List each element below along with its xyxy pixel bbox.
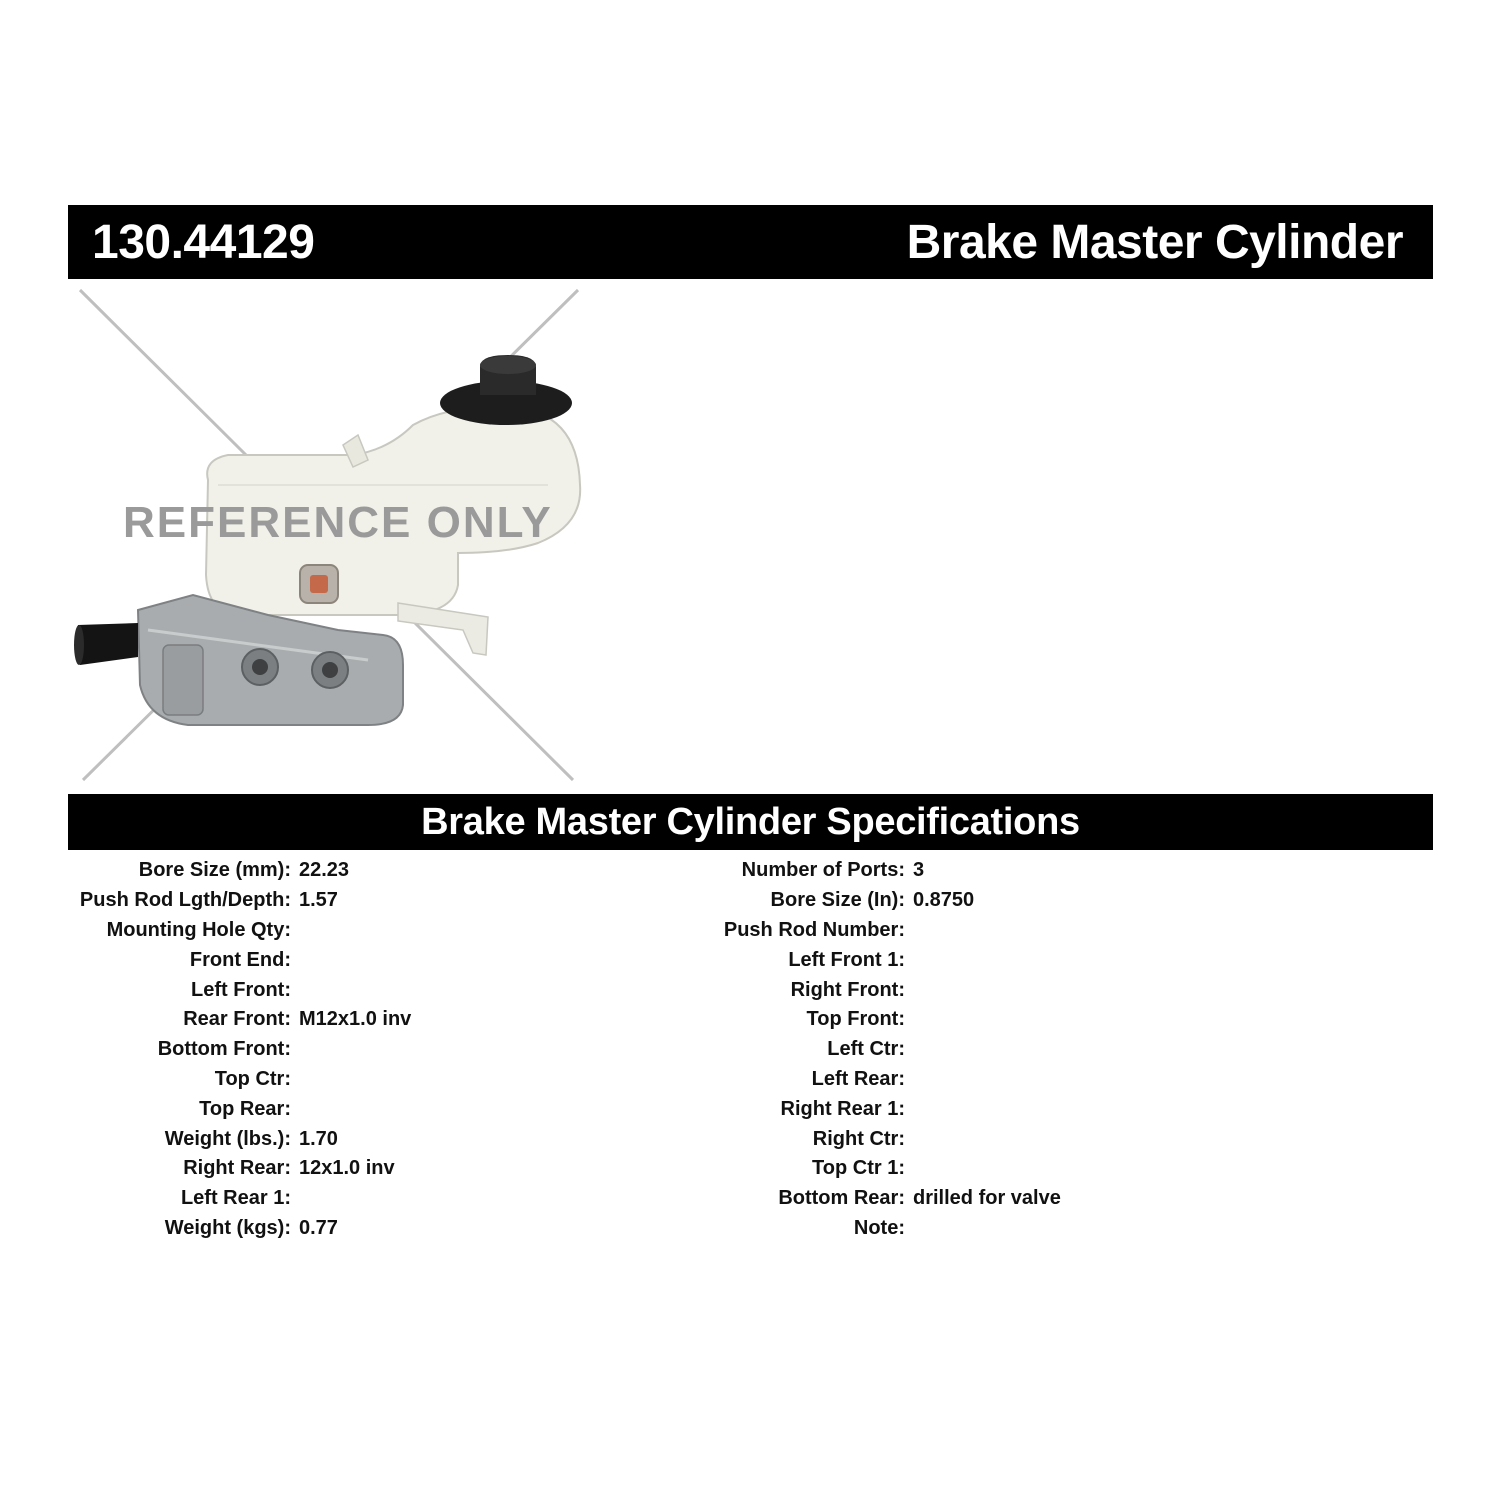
spec-label: Left Front: (191, 978, 291, 1001)
spec-label: Front End: (189, 948, 291, 971)
spec-column-right: Number of Ports:3 Bore Size (In):0.8750 … (680, 856, 1061, 1243)
spec-label: Top Ctr: (214, 1067, 291, 1090)
spec-row: Mounting Hole Qty: (68, 916, 411, 946)
spec-row: Front End: (68, 945, 411, 975)
spec-label: Top Rear: (199, 1097, 291, 1120)
spec-label: Mounting Hole Qty: (106, 918, 291, 941)
spec-row: Rear Front: M12x1.0 inv (68, 1005, 411, 1035)
spec-value: 1.70 (299, 1127, 338, 1150)
spec-label: Note: (853, 1216, 905, 1239)
spec-row: Bore Size (In): 0.8750 (680, 886, 1061, 916)
spec-value: 1.57 (299, 889, 338, 912)
spec-value: 22.23 (299, 859, 350, 882)
spec-value: 12x1.0 inv (299, 1157, 395, 1180)
spec-label: Right Front: (790, 978, 905, 1001)
spec-row: Right Rear 1: (680, 1094, 1061, 1124)
spec-label: Bore Size (mm): (138, 859, 291, 882)
spec-label: Number of Ports: (741, 859, 905, 882)
product-image: REFERENCE ONLY (74, 288, 582, 782)
reservoir-tab (397, 602, 489, 656)
spec-label: Top Front: (806, 1008, 905, 1031)
spec-row: Left Rear: (680, 1065, 1061, 1095)
spec-value: 0.77 (299, 1216, 338, 1239)
spec-row: Weight (lbs.): 1.70 (68, 1124, 411, 1154)
spec-row: Weight (kgs): 0.77 (68, 1214, 411, 1244)
spec-row: Left Ctr: (680, 1035, 1061, 1065)
reservoir-tab (342, 433, 369, 468)
spec-value: M12x1.0 inv (299, 1008, 412, 1031)
spec-label: Push Rod Lgth/Depth: (79, 889, 291, 912)
spec-bar: Brake Master Cylinder Specifications (68, 794, 1433, 850)
spec-row: Top Rear: (68, 1094, 411, 1124)
spec-label: Right Rear 1: (780, 1097, 905, 1120)
spec-label: Bore Size (In): (770, 889, 905, 912)
header-bar: 130.44129 Brake Master Cylinder (68, 205, 1433, 279)
spec-row: Right Front: (680, 975, 1061, 1005)
spec-value: 0.8750 (913, 889, 975, 912)
spec-row: Bottom Rear: drilled for valve (680, 1184, 1061, 1214)
spec-row: Right Ctr: (680, 1124, 1061, 1154)
push-rod (77, 623, 138, 665)
spec-label: Left Rear: (811, 1067, 905, 1090)
spec-row: Top Front: (680, 1005, 1061, 1035)
spec-row: Note: (680, 1214, 1061, 1244)
spec-value: drilled for valve (913, 1187, 1061, 1210)
spec-label: Left Ctr: (827, 1038, 905, 1061)
mounting-flange (162, 644, 204, 716)
spec-column-left: Bore Size (mm): 22.23 Push Rod Lgth/Depth… (68, 856, 411, 1243)
spec-label: Right Rear: (183, 1157, 291, 1180)
spec-row: Left Rear 1: (68, 1184, 411, 1214)
spec-label: Weight (kgs): (164, 1216, 291, 1239)
spec-label: Left Front 1: (788, 948, 905, 971)
part-number: 130.44129 (92, 215, 315, 269)
watermark-text: REFERENCE ONLY (123, 498, 553, 547)
spec-row: Number of Ports: 3 (680, 856, 1061, 886)
spec-label: Left Rear 1: (180, 1187, 291, 1210)
spec-label: Top Ctr 1: (812, 1157, 905, 1180)
spec-label: Rear Front: (183, 1008, 291, 1031)
spec-label: Push Rod Number: (723, 918, 905, 941)
spec-row: Push Rod Lgth/Depth: 1.57 (68, 886, 411, 916)
spec-row: Bottom Front: (68, 1035, 411, 1065)
spec-row: Top Ctr 1: (680, 1154, 1061, 1184)
spec-label: Weight (lbs.): (164, 1127, 291, 1150)
reservoir-cap-base (440, 381, 572, 425)
spec-label: Bottom Front: (157, 1038, 291, 1061)
spec-row: Bore Size (mm): 22.23 (68, 856, 411, 886)
spec-value: 3 (913, 859, 925, 882)
part-title: Brake Master Cylinder (906, 215, 1404, 269)
spec-row: Left Front 1: (680, 945, 1061, 975)
spec-label: Right Ctr: (812, 1127, 905, 1150)
spec-row: Top Ctr: (68, 1065, 411, 1095)
spec-title: Brake Master Cylinder Specifications (421, 800, 1080, 843)
spec-row: Right Rear: 12x1.0 inv (68, 1154, 411, 1184)
spec-label: Bottom Rear: (778, 1187, 905, 1210)
spec-row: Push Rod Number: (680, 916, 1061, 946)
spec-row: Left Front: (68, 975, 411, 1005)
